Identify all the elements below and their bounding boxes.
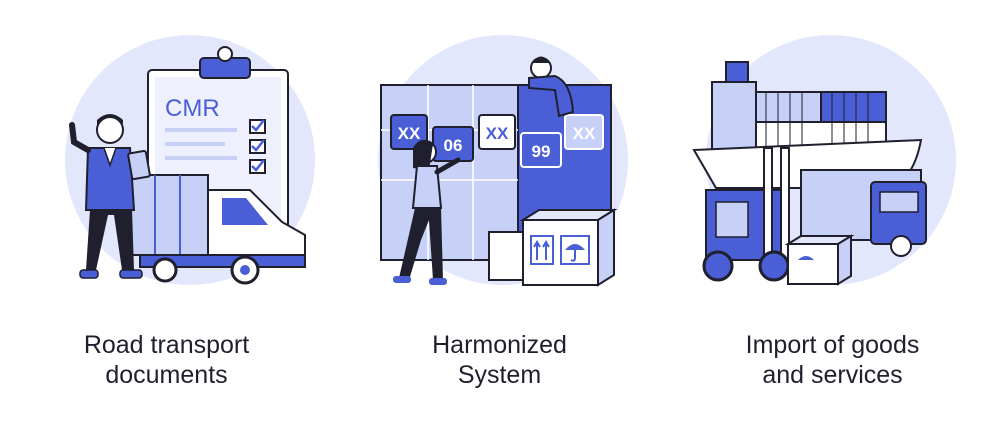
caption-line-1: Harmonized — [432, 331, 567, 359]
tablet-icon — [127, 149, 151, 181]
code-tile-3: XX — [486, 124, 509, 143]
panel-harmonized-system: XX 06 XX 99 XX — [333, 0, 666, 429]
caption-line-1: Import of goods — [745, 331, 920, 359]
box-icon — [488, 208, 618, 287]
code-tile-5: XX — [573, 124, 596, 143]
import-goods-illustration — [692, 35, 956, 286]
forklift-icon — [702, 147, 790, 282]
code-tile-4: 99 — [532, 142, 551, 161]
road-transport-illustration: CMR — [65, 35, 315, 285]
caption-line-2: System — [457, 361, 542, 389]
code-tile-1: XX — [398, 124, 421, 143]
woman-icon — [393, 139, 461, 285]
umbrella-icon — [560, 235, 590, 265]
panel-import-goods: Import of goods and services — [666, 0, 999, 429]
worker-icon — [528, 56, 575, 118]
man-icon — [69, 114, 151, 279]
caption-line-1: Road transport — [83, 331, 250, 359]
caption-line-2: documents — [105, 361, 228, 389]
harmonized-system-illustration: XX 06 XX 99 XX — [378, 35, 628, 287]
checkbox-icon — [249, 119, 266, 174]
truck-icon — [800, 169, 927, 257]
box-icon — [784, 234, 855, 286]
panel-road-transport: CMR — [0, 0, 333, 429]
this-way-up-icon — [530, 235, 554, 265]
caption-harmonized-system: Harmonized System — [333, 330, 666, 390]
caption-import-goods: Import of goods and services — [666, 330, 999, 390]
code-tile-2: 06 — [444, 136, 463, 155]
cmr-text: CMR — [165, 95, 220, 122]
caption-road-transport: Road transport documents — [0, 330, 333, 390]
caption-line-2: and services — [762, 361, 903, 389]
truck-icon — [127, 174, 306, 285]
